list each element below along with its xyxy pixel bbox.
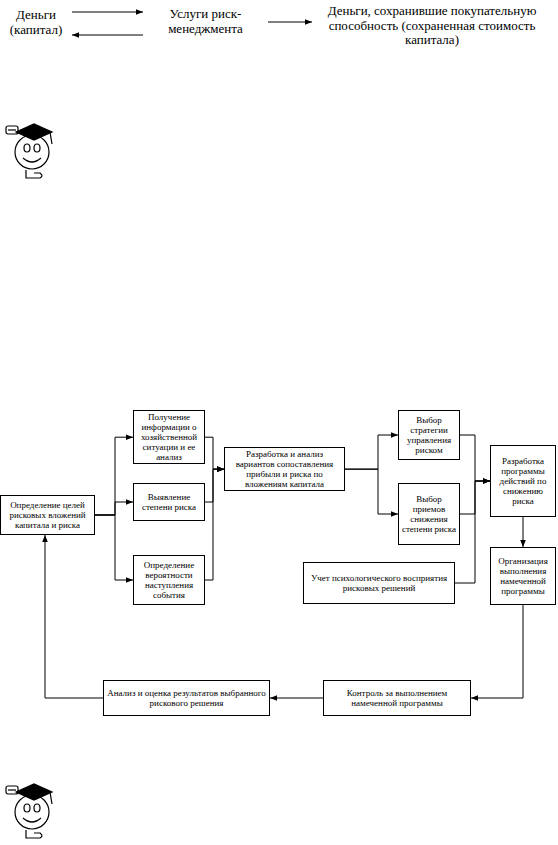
node-text: Определение вероятности наступления собы…: [136, 560, 202, 600]
text-node: Услуги риск-менеджмента: [143, 2, 268, 42]
process-box: Анализ и оценка результатов выбранного р…: [103, 680, 270, 716]
flow-arrow: [460, 435, 490, 481]
flow-arrow: [345, 435, 398, 469]
node-text: Деньги, сохранившие покупательную способ…: [312, 4, 552, 49]
process-box: Разработка программы действий по снижени…: [490, 445, 556, 517]
flow-arrow: [72, 35, 143, 36]
node-text: Учет психологического восприятия рисковы…: [306, 573, 452, 593]
flow-arrow: [205, 469, 224, 580]
process-box: Организация выполнения намеченной програ…: [490, 547, 556, 605]
text-node: Деньги (капитал): [0, 2, 72, 44]
process-box: Выбор приемов снижения степени риска: [398, 483, 460, 545]
flow-arrow: [205, 469, 224, 502]
flow-arrow: [45, 535, 103, 698]
process-box: Определение целей рисковых вложений капи…: [0, 495, 95, 535]
flow-arrow: [345, 469, 398, 514]
process-box: Выбор стратегии управления риском: [398, 410, 460, 460]
node-text: Выявление степени риска: [136, 492, 202, 512]
node-text: Деньги (капитал): [0, 8, 72, 38]
text-node: Деньги, сохранившие покупательную способ…: [312, 2, 552, 50]
node-text: Разработка программы действий по снижени…: [493, 456, 553, 506]
flow-arrow: [268, 22, 312, 23]
node-text: Разработка и анализ вариантов сопоставле…: [227, 449, 342, 489]
mascot-icon: [6, 124, 52, 178]
node-text: Организация выполнения намеченной програ…: [493, 556, 553, 596]
flow-arrow: [205, 437, 224, 469]
flow-arrow: [460, 481, 490, 514]
mascot-icon: [6, 784, 52, 838]
flow-arrow: [95, 515, 133, 580]
process-box: Контроль за выполнением намеченной прогр…: [323, 680, 471, 716]
flow-arrow: [95, 437, 133, 515]
flow-arrow: [72, 12, 143, 13]
process-box: Получение информации о хозяйственной сит…: [133, 410, 205, 464]
node-text: Получение информации о хозяйственной сит…: [136, 412, 202, 462]
node-text: Определение целей рисковых вложений капи…: [3, 500, 92, 530]
node-text: Выбор приемов снижения степени риска: [401, 494, 457, 534]
node-text: Анализ и оценка результатов выбранного р…: [106, 688, 267, 708]
flow-arrow: [523, 517, 524, 547]
process-box: Разработка и анализ вариантов сопоставле…: [224, 447, 345, 491]
node-text: Выбор стратегии управления риском: [401, 415, 457, 455]
flow-arrow: [471, 605, 523, 698]
process-box: Учет психологического восприятия рисковы…: [303, 562, 455, 604]
process-box: Выявление степени риска: [133, 483, 205, 521]
node-text: Контроль за выполнением намеченной прогр…: [326, 688, 468, 708]
node-text: Услуги риск-менеджмента: [143, 7, 268, 37]
flow-arrow: [455, 481, 490, 583]
flow-arrow: [270, 698, 323, 699]
flow-arrow: [95, 502, 133, 515]
process-box: Определение вероятности наступления собы…: [133, 555, 205, 605]
